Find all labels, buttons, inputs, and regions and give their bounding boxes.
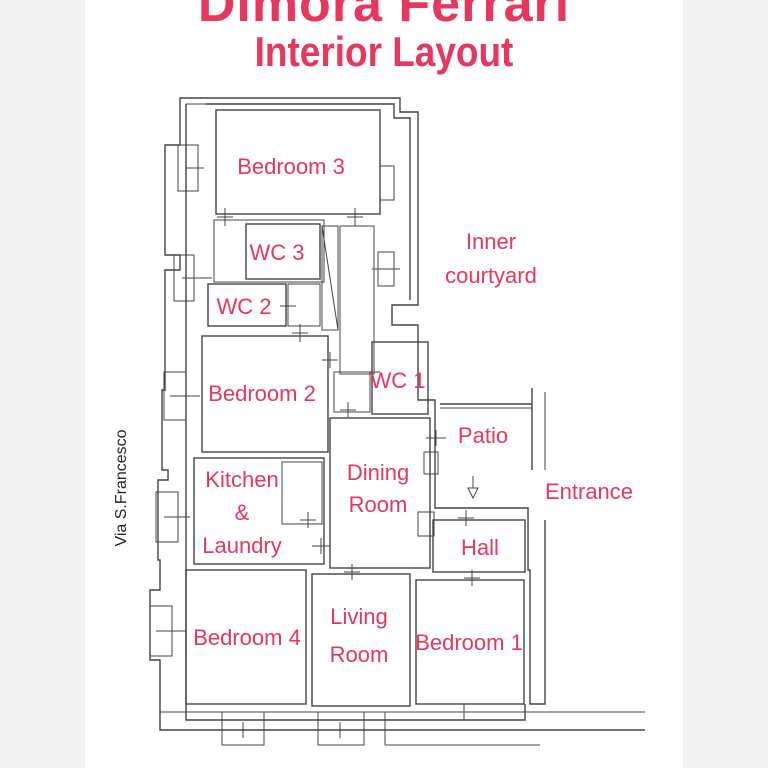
page-title: Dimora Ferrari xyxy=(197,0,571,33)
room-bedroom2 xyxy=(201,335,329,453)
room-kitchen xyxy=(193,457,325,565)
plan-sheet xyxy=(85,0,683,768)
room-bedroom4 xyxy=(185,569,307,705)
label-dining-1: Dining xyxy=(347,460,409,485)
label-bedroom1: Bedroom 1 xyxy=(415,630,523,655)
room-wc2 xyxy=(207,283,287,327)
label-wc1: WC 1 xyxy=(371,368,426,393)
room-bedroom1 xyxy=(415,579,525,705)
room-dining xyxy=(329,417,431,569)
label-living-1: Living xyxy=(330,604,387,629)
room-living xyxy=(311,573,411,707)
street-label: Via S.Francesco xyxy=(113,429,130,546)
label-inner-courtyard-1: Inner xyxy=(466,229,516,254)
windows-right xyxy=(372,165,400,287)
label-wc2: WC 2 xyxy=(217,294,272,319)
label-bedroom2: Bedroom 2 xyxy=(208,381,316,406)
label-hall: Hall xyxy=(461,535,499,560)
label-bedroom4: Bedroom 4 xyxy=(193,625,301,650)
label-living-2: Room xyxy=(330,642,389,667)
room-bedroom3 xyxy=(215,109,381,215)
entrance-arrow-icon xyxy=(467,476,479,500)
room-hall xyxy=(432,519,526,573)
door-markers xyxy=(217,208,480,738)
label-kitchen-1: Kitchen xyxy=(205,467,278,492)
label-patio: Patio xyxy=(458,423,508,448)
windows-left xyxy=(149,144,212,657)
label-dining-2: Room xyxy=(349,492,408,517)
label-inner-courtyard-2: courtyard xyxy=(445,263,537,288)
label-bedroom3: Bedroom 3 xyxy=(237,154,345,179)
label-kitchen-2: & xyxy=(235,500,250,525)
label-kitchen-3: Laundry xyxy=(202,533,282,558)
room-wc3 xyxy=(245,223,321,280)
page-subtitle: Interior Layout xyxy=(254,28,514,75)
label-wc3: WC 3 xyxy=(250,240,305,265)
label-entrance: Entrance xyxy=(545,479,633,504)
